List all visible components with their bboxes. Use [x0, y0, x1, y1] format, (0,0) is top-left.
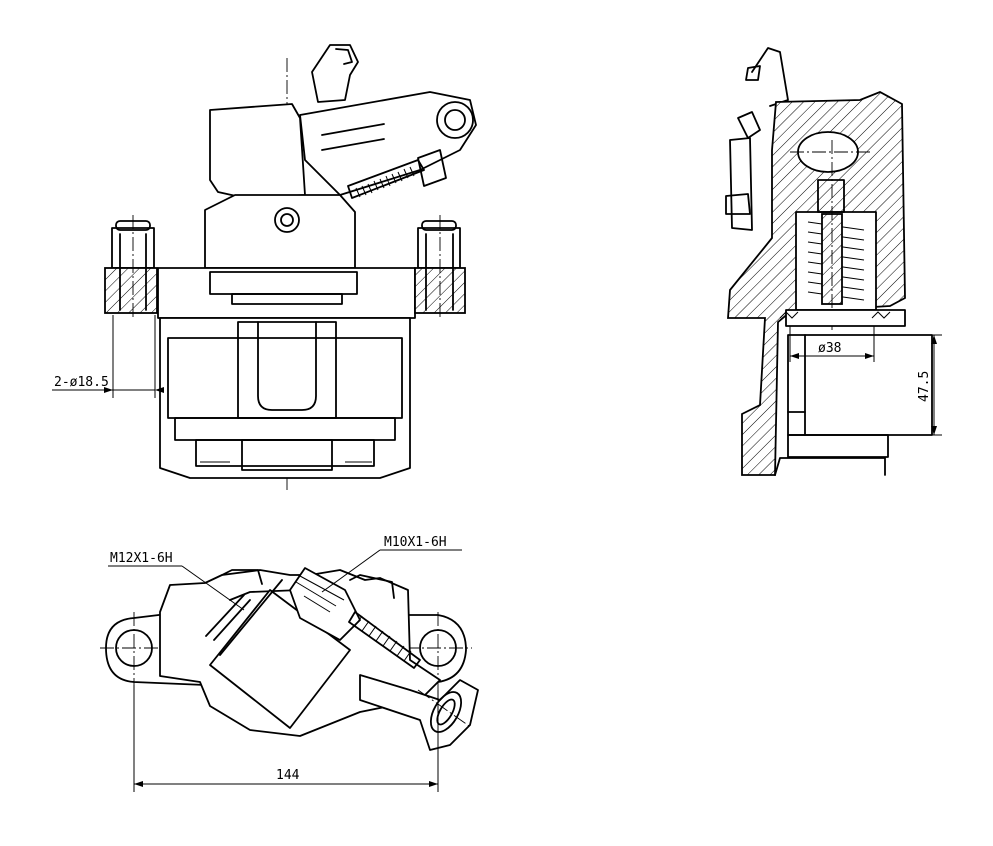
bleed-port — [274, 207, 300, 233]
dim-piston-diameter: ø38 — [789, 326, 875, 362]
section-view: ø38 47.5 — [725, 47, 942, 476]
label-thread-right-text: M10X1-6H — [384, 535, 447, 550]
dim-piston-diameter-label: ø38 — [818, 341, 841, 356]
dim-hole-diameter-label: 2-ø18.5 — [54, 375, 109, 390]
label-thread-left: M12X1-6H — [108, 551, 245, 611]
label-thread-left-text: M12X1-6H — [110, 551, 173, 566]
top-view: M12X1-6H M10X1-6H 144 — [100, 535, 479, 792]
dim-mount-spacing-label: 144 — [276, 768, 300, 783]
top-view-bracket — [289, 567, 361, 641]
cylinder-cap — [209, 103, 306, 199]
lever-spring — [347, 159, 425, 199]
handbrake-lever — [299, 44, 477, 199]
caliper-lower-body — [159, 317, 411, 479]
guide-pin-right — [414, 215, 466, 318]
cylinder-body — [204, 194, 356, 269]
guide-pin-left — [104, 215, 158, 318]
label-thread-right: M10X1-6H — [321, 535, 462, 593]
dim-mount-spacing: 144 — [133, 685, 439, 792]
front-view: 2-ø18.5 — [52, 44, 477, 492]
top-view-spring — [348, 611, 421, 669]
section-lever — [751, 47, 789, 107]
mount-ear-right — [407, 614, 467, 683]
dim-piston-height-label: 47.5 — [917, 371, 932, 402]
caliper-bridge — [157, 267, 416, 319]
dim-piston-height: 47.5 — [880, 334, 942, 436]
section-piston — [787, 334, 933, 436]
dim-hole-diameter: 2-ø18.5 — [52, 315, 164, 398]
